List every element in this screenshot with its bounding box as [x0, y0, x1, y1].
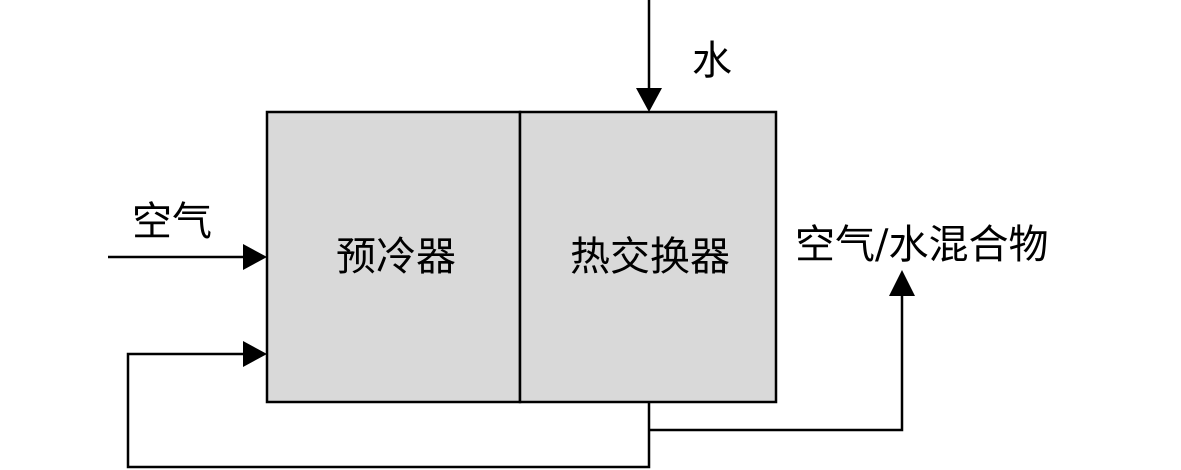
mixture-outlet-line: [649, 294, 904, 432]
water-inlet-label: 水: [692, 38, 732, 84]
mixture-outlet-arrowhead: [889, 270, 915, 296]
recirculation-loop-line: [126, 352, 651, 469]
recirculation-arrowhead: [243, 341, 267, 367]
heat-exchanger-block: [518, 110, 778, 404]
mixture-outlet-label: 空气/水混合物: [795, 222, 1048, 268]
air-inlet-label: 空气: [132, 199, 212, 245]
precooler-label: 预冷器: [336, 234, 456, 280]
air-inlet-arrowhead: [243, 244, 267, 270]
water-inlet-arrowhead: [636, 88, 662, 112]
precooler-block: [265, 110, 522, 404]
heat-exchanger-label: 热交换器: [570, 234, 730, 280]
